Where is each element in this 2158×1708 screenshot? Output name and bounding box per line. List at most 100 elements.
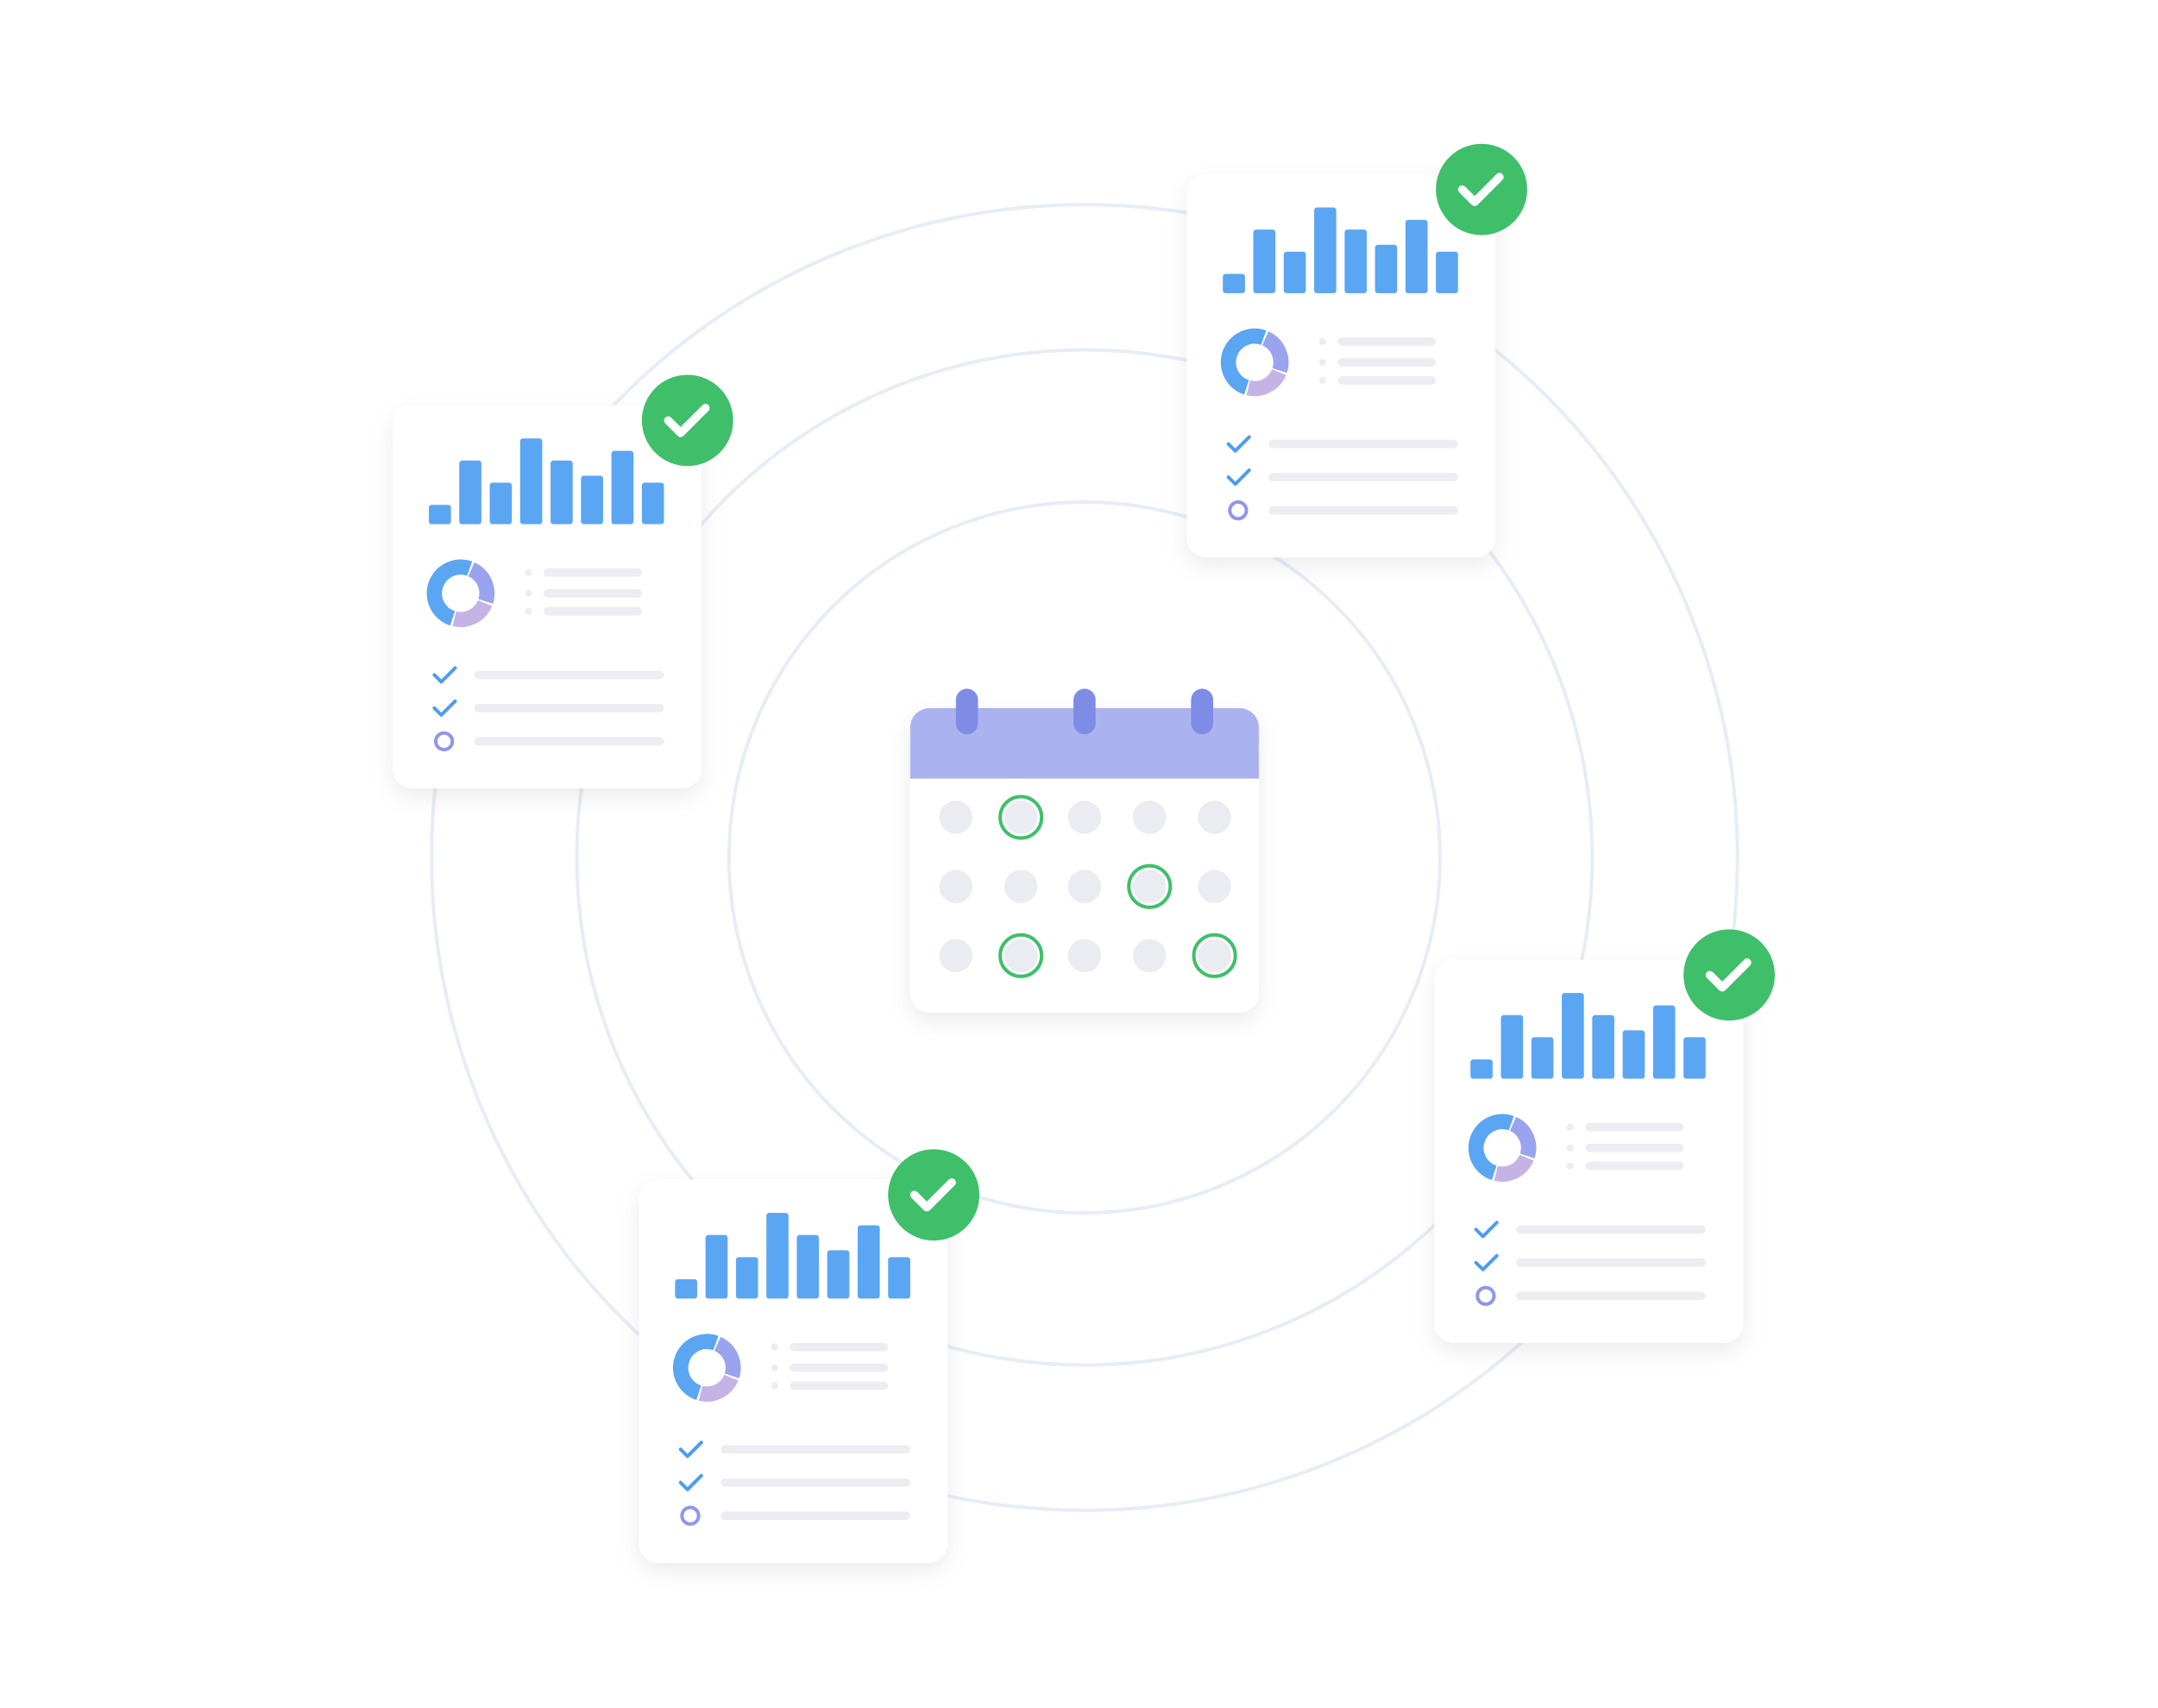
bar-chart-bar <box>1223 273 1245 293</box>
orbit-ring <box>727 499 1442 1215</box>
legend-dot <box>525 589 532 597</box>
legend-text-placeholder <box>1585 1122 1684 1132</box>
calendar-day <box>1198 870 1231 903</box>
bar-chart-bar <box>1436 251 1458 293</box>
bar-chart-bar <box>1283 251 1306 293</box>
donut-chart-segment <box>1494 1154 1534 1182</box>
bar-chart-bar <box>796 1234 820 1299</box>
bar-chart-bar <box>1470 1059 1493 1079</box>
bar-chart-bar <box>1405 219 1428 293</box>
legend-dot <box>1566 1162 1574 1170</box>
checklist-text-placeholder <box>1516 1258 1706 1267</box>
check-icon <box>1457 173 1504 206</box>
checkmark-icon <box>1474 1253 1499 1272</box>
calendar-day <box>1067 801 1102 834</box>
bar-chart-bar <box>827 1250 850 1299</box>
report-cards <box>393 143 1775 1563</box>
open-circle-icon <box>680 1505 701 1526</box>
calendar-day <box>1067 939 1102 973</box>
legend-text-placeholder <box>1337 337 1437 346</box>
check-icon <box>664 404 710 437</box>
bar-chart-bar <box>1562 993 1584 1079</box>
orbit-rings <box>430 203 1740 1512</box>
checklist-text-placeholder <box>1516 1225 1706 1234</box>
legend-dot <box>1318 359 1326 367</box>
donut-chart-segment <box>672 1334 719 1400</box>
checkmark-icon <box>432 699 457 717</box>
bar-chart-bar <box>675 1278 698 1299</box>
checklist-text-placeholder <box>474 704 664 713</box>
calendar-day-marked-ring <box>1127 863 1173 909</box>
checklist-text-placeholder <box>720 1511 910 1520</box>
bar-chart-bar <box>489 482 513 524</box>
bar-chart-bar <box>519 438 543 524</box>
open-circle-icon <box>434 731 455 751</box>
legend-text-placeholder <box>544 568 642 577</box>
calendar-binder-ring <box>955 688 978 735</box>
bar-chart-bar <box>857 1225 880 1299</box>
donut-chart-segment <box>1246 368 1287 397</box>
legend-dot <box>771 1343 778 1351</box>
calendar-day-marked-ring <box>998 794 1044 840</box>
calendar-binder-ring <box>1191 688 1214 735</box>
legend-text-placeholder <box>1585 1143 1684 1152</box>
legend-dot <box>1318 338 1326 346</box>
checklist-text-placeholder <box>720 1445 910 1454</box>
bar-chart-bar <box>459 460 481 524</box>
calendar-day <box>1198 939 1231 973</box>
legend-text-placeholder <box>790 1342 889 1352</box>
check-icon <box>909 1177 956 1212</box>
legend-dot <box>1318 376 1326 384</box>
donut-chart-segment <box>452 600 493 628</box>
checklist-text-placeholder <box>1516 1291 1706 1301</box>
checkmark-icon <box>432 666 457 684</box>
checkmark-icon <box>1474 1221 1499 1239</box>
calendar-day <box>1004 801 1038 834</box>
bar-chart-bar <box>766 1213 789 1299</box>
calendar-day <box>1004 870 1038 903</box>
checkmark-icon <box>1226 468 1251 487</box>
checklist-text-placeholder <box>1268 505 1458 515</box>
report-card <box>1186 143 1527 558</box>
legend-dot <box>771 1382 778 1390</box>
calendar-day <box>939 870 973 903</box>
calendar-day-marked-ring <box>1192 932 1237 978</box>
bar-chart-bar <box>888 1257 910 1299</box>
calendar-day <box>939 801 973 834</box>
check-icon <box>1705 958 1752 992</box>
donut-chart-segment <box>468 562 495 604</box>
bar-chart-bar <box>1652 1005 1676 1079</box>
orbit-ring <box>575 348 1595 1367</box>
legend-dot <box>1566 1123 1574 1131</box>
calendar-body <box>909 707 1259 1013</box>
bar-chart-bar <box>1592 1014 1614 1079</box>
checkmark-icon <box>678 1473 703 1491</box>
calendar-header <box>909 707 1259 779</box>
legend-text-placeholder <box>790 1363 889 1372</box>
donut-chart-segment <box>426 559 473 626</box>
donut-chart-segment <box>1468 1114 1514 1181</box>
legend-text-placeholder <box>790 1381 889 1391</box>
bar-chart-bar <box>428 505 451 524</box>
calendar-day-marked-ring <box>998 932 1044 978</box>
calendar-binder-ring <box>1073 688 1096 735</box>
legend-dot <box>1566 1144 1574 1152</box>
legend-text-placeholder <box>544 588 642 598</box>
checkmark-icon <box>1226 435 1251 453</box>
calendar-day <box>1198 801 1231 834</box>
legend-text-placeholder <box>1337 376 1437 385</box>
orbit-ring <box>430 203 1740 1512</box>
report-card <box>1434 929 1775 1343</box>
legend-text-placeholder <box>1585 1161 1684 1171</box>
donut-chart-segment <box>1220 328 1267 395</box>
calendar-day <box>1133 939 1167 973</box>
donut-chart-segment <box>698 1374 739 1402</box>
legend-text-placeholder <box>544 606 642 616</box>
open-circle-icon <box>1228 499 1249 521</box>
checklist-text-placeholder <box>474 737 664 746</box>
report-card <box>393 374 733 788</box>
checkmark-icon <box>678 1441 703 1459</box>
checklist-text-placeholder <box>1268 439 1458 449</box>
calendar-day <box>1133 870 1167 903</box>
